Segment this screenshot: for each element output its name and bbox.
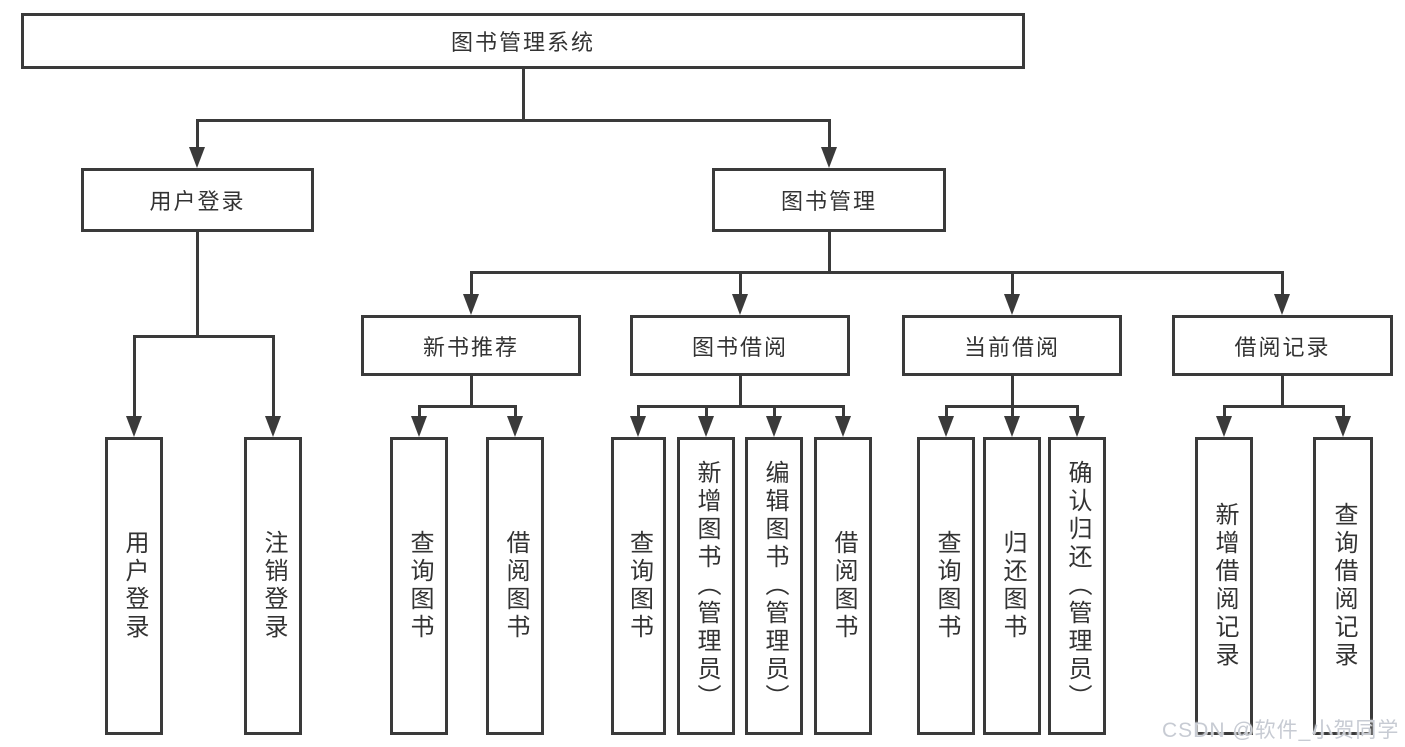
connector-drop-book-borrow-to-leaves-3 bbox=[841, 405, 845, 420]
arrow-down-icon-book-mgmt-to-level3-3 bbox=[1274, 294, 1290, 315]
node-leaf-query-books-new: 查询图书 bbox=[390, 437, 448, 735]
node-leaf-add-borrow-rec: 新增借阅记录 bbox=[1195, 437, 1253, 735]
node-label-leaf-return-books: 归还图书 bbox=[999, 530, 1026, 642]
node-label-leaf-query-books-new: 查询图书 bbox=[406, 530, 433, 642]
node-leaf-borrow-books: 借阅图书 bbox=[814, 437, 872, 735]
connector-branch-borrow-records-to-leaves bbox=[1222, 405, 1345, 408]
arrow-down-icon-new-book-rec-to-leaves-1 bbox=[507, 416, 523, 437]
node-leaf-query-borrow-rec: 查询借阅记录 bbox=[1313, 437, 1373, 735]
node-leaf-query-books-borrow: 查询图书 bbox=[611, 437, 666, 735]
arrow-down-icon-current-borrow-to-leaves-0 bbox=[938, 416, 954, 437]
arrow-down-icon-current-borrow-to-leaves-2 bbox=[1069, 416, 1085, 437]
arrow-down-icon-book-mgmt-to-level3-0 bbox=[463, 294, 479, 315]
node-label-book-mgmt: 图书管理 bbox=[780, 189, 877, 214]
connector-branch-user-login-to-leaves bbox=[132, 335, 275, 338]
connector-branch-book-borrow-to-leaves bbox=[636, 405, 845, 408]
node-label-current-borrow: 当前借阅 bbox=[963, 334, 1060, 360]
connector-stem-user-login-to-leaves bbox=[195, 232, 199, 338]
node-leaf-query-books-cur: 查询图书 bbox=[917, 437, 975, 735]
node-label-leaf-borrow-books: 借阅图书 bbox=[830, 530, 857, 642]
connector-branch-book-mgmt-to-level3 bbox=[469, 271, 1284, 274]
node-label-leaf-logout: 注销登录 bbox=[260, 530, 287, 642]
arrow-down-icon-book-borrow-to-leaves-1 bbox=[698, 416, 714, 437]
connector-drop-book-mgmt-to-level3-0 bbox=[469, 271, 473, 298]
arrow-down-icon-book-mgmt-to-level3-1 bbox=[732, 294, 748, 315]
watermark: CSDN @软件_小贺同学 bbox=[1162, 719, 1400, 742]
node-leaf-return-books: 归还图书 bbox=[983, 437, 1041, 735]
connector-drop-borrow-records-to-leaves-0 bbox=[1222, 405, 1226, 420]
connector-drop-new-book-rec-to-leaves-0 bbox=[417, 405, 421, 420]
connector-drop-book-mgmt-to-level3-1 bbox=[738, 271, 742, 298]
connector-stem-current-borrow-to-leaves bbox=[1010, 376, 1014, 408]
arrow-down-icon-root-to-level2-0 bbox=[189, 147, 205, 168]
arrow-down-icon-book-borrow-to-leaves-3 bbox=[835, 416, 851, 437]
arrow-down-icon-borrow-records-to-leaves-1 bbox=[1335, 416, 1351, 437]
connector-stem-book-mgmt-to-level3 bbox=[827, 232, 831, 274]
connector-drop-user-login-to-leaves-0 bbox=[132, 335, 136, 420]
connector-stem-book-borrow-to-leaves bbox=[738, 376, 742, 408]
node-root: 图书管理系统 bbox=[21, 13, 1025, 69]
connector-branch-root-to-level2 bbox=[195, 119, 831, 122]
node-leaf-confirm-return: 确认归还（管理员） bbox=[1048, 437, 1106, 735]
node-book-mgmt: 图书管理 bbox=[712, 168, 946, 232]
connector-drop-user-login-to-leaves-1 bbox=[271, 335, 275, 420]
connector-drop-borrow-records-to-leaves-1 bbox=[1341, 405, 1345, 420]
node-label-new-book-rec: 新书推荐 bbox=[422, 334, 519, 360]
node-label-book-borrow: 图书借阅 bbox=[691, 334, 788, 360]
connector-drop-root-to-level2-1 bbox=[827, 119, 831, 151]
node-label-leaf-add-books-admin: 新增图书（管理员） bbox=[693, 460, 720, 712]
arrow-down-icon-current-borrow-to-leaves-1 bbox=[1004, 416, 1020, 437]
node-user-login: 用户登录 bbox=[81, 168, 314, 232]
node-label-leaf-confirm-return: 确认归还（管理员） bbox=[1064, 460, 1091, 712]
arrow-down-icon-new-book-rec-to-leaves-0 bbox=[411, 416, 427, 437]
connector-drop-book-borrow-to-leaves-0 bbox=[636, 405, 640, 420]
connector-stem-root-to-level2 bbox=[521, 69, 525, 122]
arrow-down-icon-book-borrow-to-leaves-0 bbox=[630, 416, 646, 437]
connector-drop-current-borrow-to-leaves-0 bbox=[944, 405, 948, 420]
node-label-leaf-add-borrow-rec: 新增借阅记录 bbox=[1211, 502, 1238, 670]
arrow-down-icon-book-borrow-to-leaves-2 bbox=[766, 416, 782, 437]
node-leaf-logout: 注销登录 bbox=[244, 437, 302, 735]
connector-drop-book-mgmt-to-level3-2 bbox=[1010, 271, 1014, 298]
connector-drop-new-book-rec-to-leaves-1 bbox=[513, 405, 517, 420]
node-label-root: 图书管理系统 bbox=[450, 30, 595, 55]
connector-drop-current-borrow-to-leaves-2 bbox=[1075, 405, 1079, 420]
node-leaf-user-login: 用户登录 bbox=[105, 437, 163, 735]
node-borrow-records: 借阅记录 bbox=[1172, 315, 1393, 376]
node-label-leaf-query-books-borrow: 查询图书 bbox=[625, 530, 653, 642]
node-current-borrow: 当前借阅 bbox=[902, 315, 1122, 376]
node-label-leaf-user-login: 用户登录 bbox=[121, 530, 148, 642]
connector-branch-new-book-rec-to-leaves bbox=[417, 405, 517, 408]
node-label-leaf-edit-books-admin: 编辑图书（管理员） bbox=[761, 460, 788, 712]
node-new-book-rec: 新书推荐 bbox=[361, 315, 581, 376]
node-leaf-edit-books-admin: 编辑图书（管理员） bbox=[745, 437, 803, 735]
node-book-borrow: 图书借阅 bbox=[630, 315, 850, 376]
arrow-down-icon-user-login-to-leaves-1 bbox=[265, 416, 281, 437]
arrow-down-icon-book-mgmt-to-level3-2 bbox=[1004, 294, 1020, 315]
connector-drop-current-borrow-to-leaves-1 bbox=[1010, 405, 1014, 420]
connector-drop-root-to-level2-0 bbox=[195, 119, 199, 151]
node-label-borrow-records: 借阅记录 bbox=[1234, 334, 1331, 360]
arrow-down-icon-user-login-to-leaves-0 bbox=[126, 416, 142, 437]
arrow-down-icon-root-to-level2-1 bbox=[821, 147, 837, 168]
connector-stem-new-book-rec-to-leaves bbox=[469, 376, 473, 408]
connector-stem-borrow-records-to-leaves bbox=[1280, 376, 1284, 408]
connector-drop-book-borrow-to-leaves-1 bbox=[704, 405, 708, 420]
node-leaf-borrow-books-new: 借阅图书 bbox=[486, 437, 544, 735]
node-label-leaf-query-borrow-rec: 查询借阅记录 bbox=[1330, 502, 1357, 670]
node-label-user-login: 用户登录 bbox=[149, 189, 246, 214]
connector-drop-book-borrow-to-leaves-2 bbox=[772, 405, 776, 420]
node-label-leaf-borrow-books-new: 借阅图书 bbox=[502, 530, 529, 642]
arrow-down-icon-borrow-records-to-leaves-0 bbox=[1216, 416, 1232, 437]
node-leaf-add-books-admin: 新增图书（管理员） bbox=[677, 437, 735, 735]
connector-drop-book-mgmt-to-level3-3 bbox=[1280, 271, 1284, 298]
node-label-leaf-query-books-cur: 查询图书 bbox=[933, 530, 960, 642]
